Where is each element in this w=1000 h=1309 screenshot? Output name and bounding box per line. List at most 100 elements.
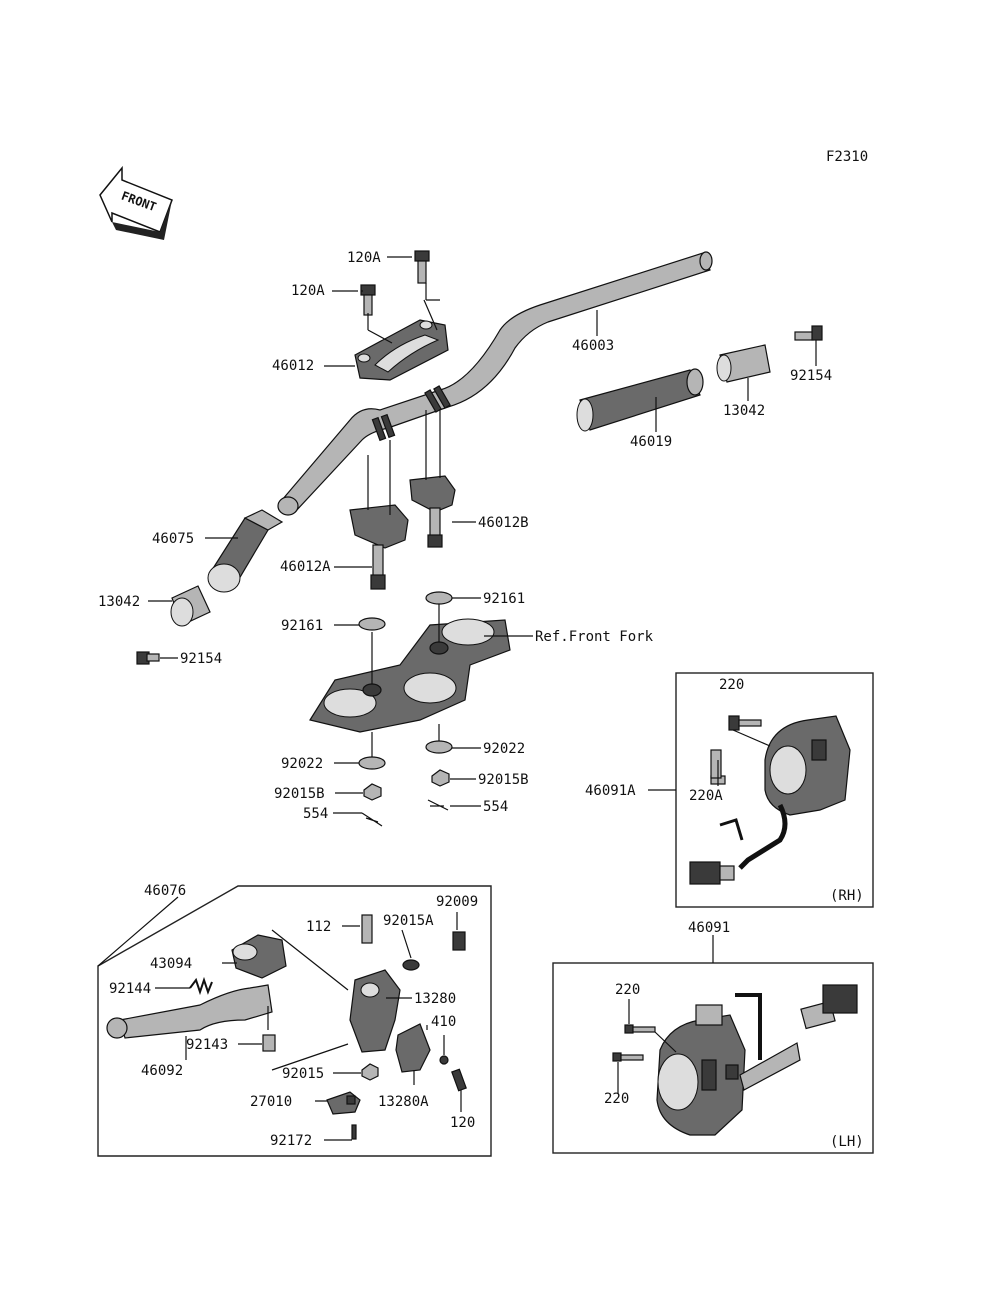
label-46019: 46019 (630, 434, 672, 450)
label-27010: 27010 (250, 1094, 292, 1110)
label-92009: 92009 (436, 894, 478, 910)
front-arrow-icon: FRONT (99, 165, 173, 240)
upper-clamp-part (354, 319, 449, 381)
leader-rh-switch (648, 729, 771, 791)
label-92022-right: 92022 (483, 741, 525, 757)
holder-13280a-part (395, 1023, 431, 1073)
label-rh: (RH) (830, 888, 864, 904)
leader-stem-holes (371, 604, 440, 684)
bolt-120a-left (360, 284, 376, 316)
label-92144: 92144 (109, 981, 151, 997)
label-ref-front-fork: Ref.Front Fork (535, 629, 654, 645)
label-92161-right: 92161 (483, 591, 525, 607)
collar-92143-part (262, 1034, 276, 1052)
lever-holder-13280-part (349, 969, 401, 1053)
label-92154-left: 92154 (180, 651, 222, 667)
washer-410-part (439, 1055, 449, 1065)
label-46075: 46075 (152, 531, 194, 547)
label-92143: 92143 (186, 1037, 228, 1053)
leader-lever-top (342, 912, 458, 959)
switch-27010-part (326, 1091, 361, 1115)
triple-clamp-part (309, 618, 511, 733)
label-46091a: 46091A (585, 783, 636, 799)
right-grip-part (576, 368, 704, 432)
label-220-lh-top: 220 (615, 982, 640, 998)
label-410: 410 (431, 1014, 456, 1030)
pin-554-left (361, 812, 383, 827)
lever-assembly-box (97, 885, 492, 1157)
label-220a: 220A (689, 788, 723, 804)
label-120a-left: 120A (291, 283, 325, 299)
label-92015b-right: 92015B (478, 772, 529, 788)
label-46012b: 46012B (478, 515, 529, 531)
spring-92144-part (189, 976, 213, 996)
left-grip-part (207, 509, 284, 593)
leader-stem-lines (367, 410, 441, 515)
bolt-120-part (451, 1068, 467, 1092)
washer-92015a-part (402, 959, 420, 971)
lh-switch-housing-part (612, 984, 858, 1136)
leader-lever-middle (155, 962, 445, 1055)
pin-554-right (427, 799, 449, 811)
washer-92022-right (425, 740, 453, 754)
label-92015b-left: 92015B (274, 786, 325, 802)
label-92015a: 92015A (383, 913, 434, 929)
label-13280a: 13280A (378, 1094, 429, 1110)
nut-92015b-right (431, 769, 450, 787)
left-screw-92154-part (136, 651, 160, 665)
leader-clamp-bolts (367, 283, 440, 344)
label-43094: 43094 (150, 956, 192, 972)
leader-120a (332, 256, 412, 292)
bolt-120a-top (414, 250, 430, 284)
label-554-left: 554 (303, 806, 328, 822)
label-46076: 46076 (144, 883, 186, 899)
screw-92009-part (452, 931, 466, 951)
label-46012: 46012 (272, 358, 314, 374)
label-92172: 92172 (270, 1133, 312, 1149)
label-46091: 46091 (688, 920, 730, 936)
label-92161-left: 92161 (281, 618, 323, 634)
label-13280: 13280 (414, 991, 456, 1007)
washer-92022-left (358, 756, 386, 770)
nut-92015-part (361, 1063, 379, 1081)
label-120a-top: 120A (347, 250, 381, 266)
label-92022-left: 92022 (281, 756, 323, 772)
diagram-code: F2310 (826, 149, 868, 165)
leader-lower-stem (371, 724, 440, 757)
washer-92161-left (358, 617, 386, 631)
handlebar-part (277, 251, 713, 516)
label-46003: 46003 (572, 338, 614, 354)
label-220-rh: 220 (719, 677, 744, 693)
label-13042-left: 13042 (98, 594, 140, 610)
washer-92161-right (425, 591, 453, 605)
label-46092: 46092 (141, 1063, 183, 1079)
lever-part (106, 984, 273, 1039)
rh-switch-housing-part (689, 715, 851, 885)
leader-46076 (97, 896, 179, 967)
label-120: 120 (450, 1115, 475, 1131)
nut-92015b-left (363, 783, 382, 801)
label-92154-right: 92154 (790, 368, 832, 384)
left-bar-end-weight-part (170, 585, 211, 627)
label-554-right: 554 (483, 799, 508, 815)
label-112: 112 (306, 919, 331, 935)
right-screw-92154-part (794, 325, 823, 341)
leader-lh-switch (617, 999, 677, 1094)
right-bar-end-weight-part (716, 344, 771, 383)
label-220-lh-bottom: 220 (604, 1091, 629, 1107)
lower-holder-a-part (349, 504, 409, 590)
screw-92172-part (351, 1124, 357, 1140)
bolt-112-part (361, 914, 373, 944)
lower-holder-b-part (409, 475, 456, 548)
label-13042-right: 13042 (723, 403, 765, 419)
leader-lever-guides (267, 929, 349, 1071)
adjuster-43094-part (231, 934, 287, 979)
leader-lower-hardware (333, 747, 481, 814)
label-lh: (LH) (830, 1134, 864, 1150)
leader-lever-bolts (413, 1070, 462, 1112)
label-46012a: 46012A (280, 559, 331, 575)
leader-lever-bottom (185, 1036, 361, 1141)
label-92015: 92015 (282, 1066, 324, 1082)
